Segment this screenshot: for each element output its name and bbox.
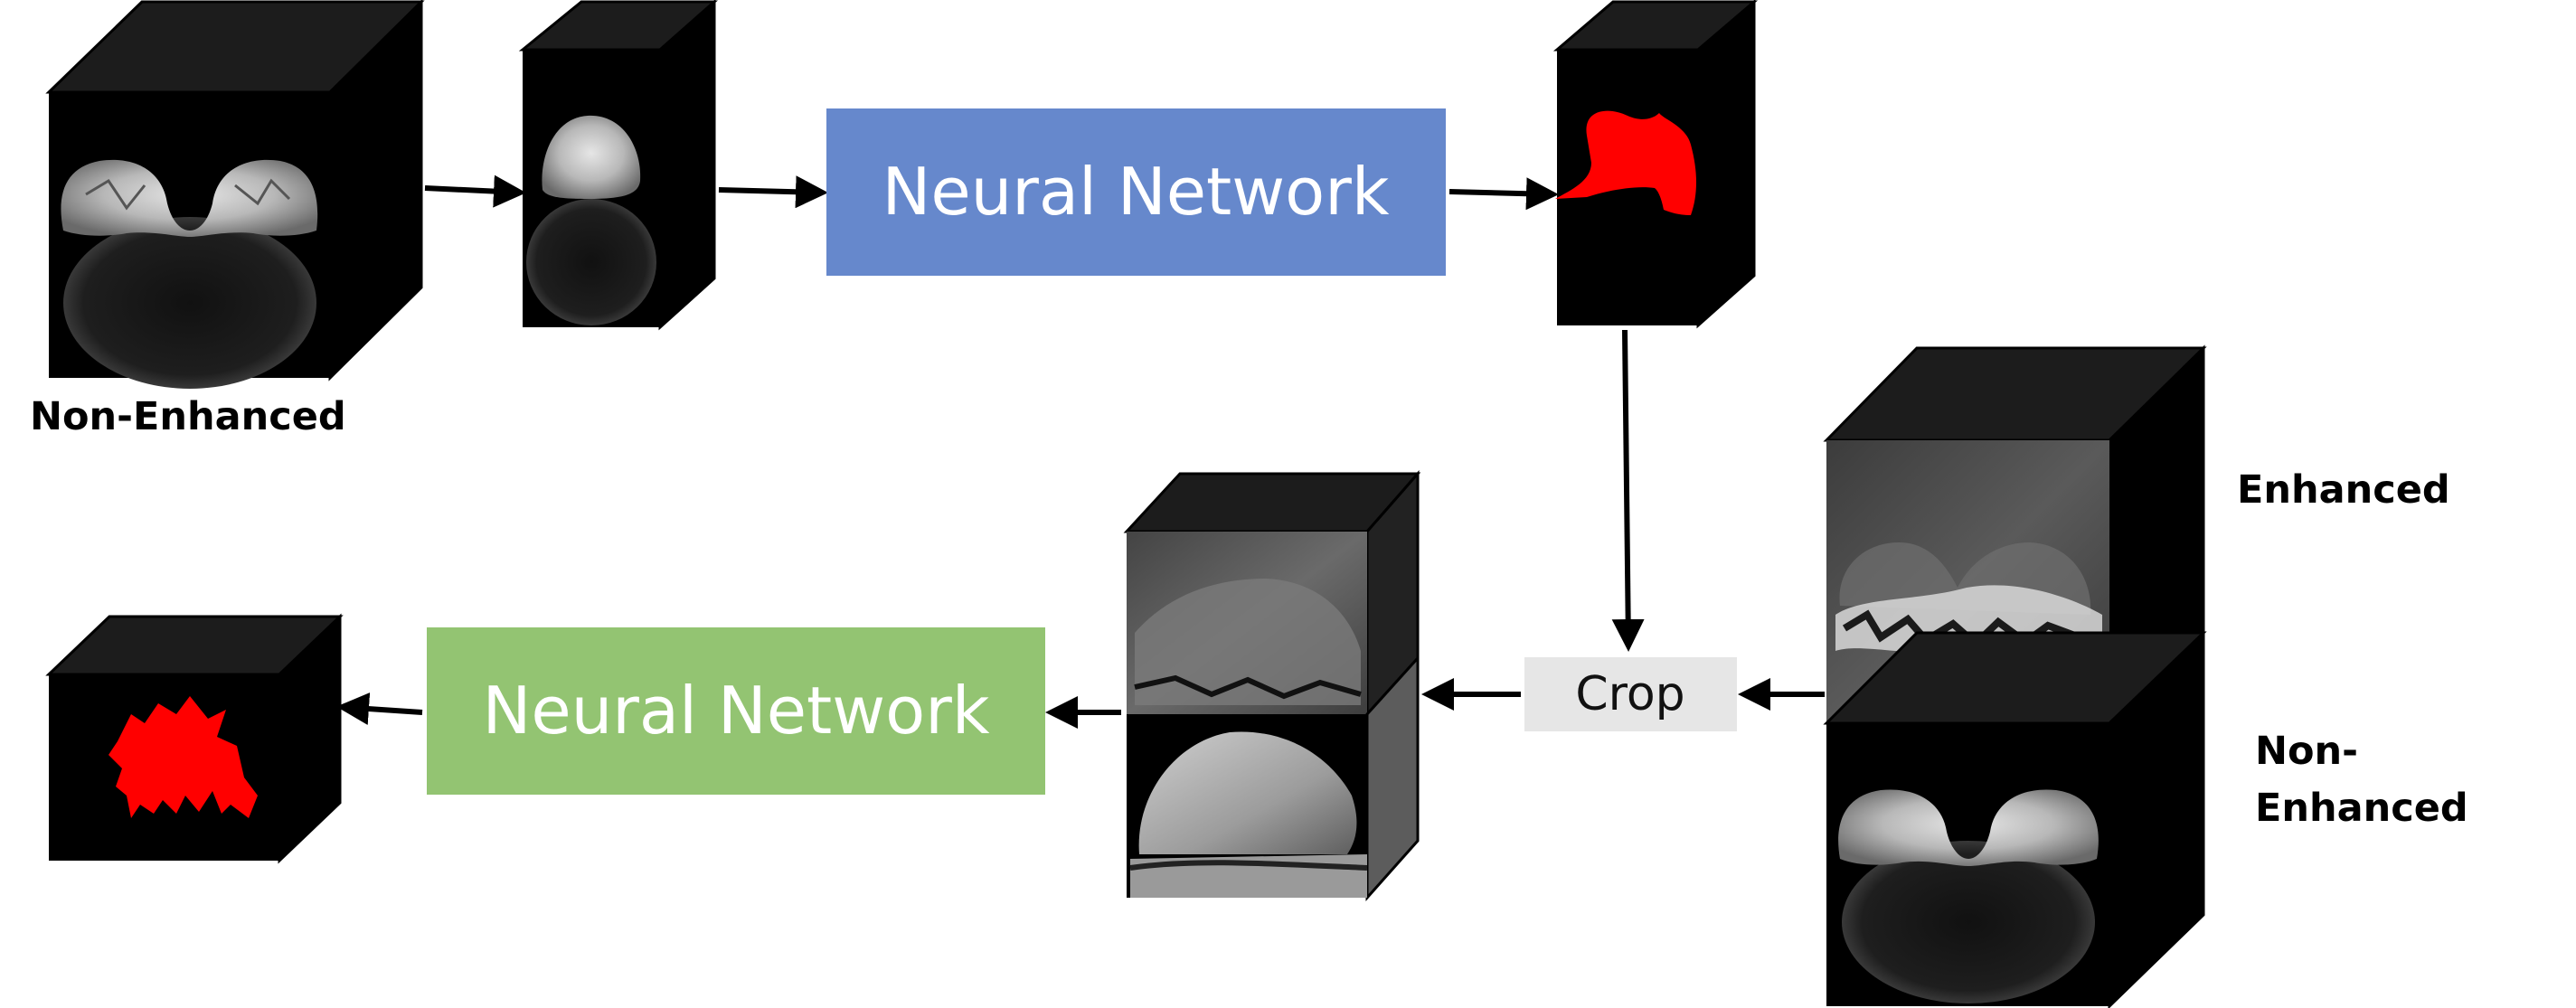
- tumor-mask-shape: [109, 696, 258, 818]
- flow-arrow-icon: [336, 692, 423, 725]
- flow-arrow-icon: [1611, 329, 1645, 652]
- mri-slice-image: [1838, 789, 2099, 1003]
- input-volume-cube: [45, 0, 425, 389]
- mri-slice-image: [61, 159, 318, 389]
- cropped-non-enhanced-cube: [1127, 655, 1420, 901]
- nn-bottom-label: Neural Network: [482, 673, 989, 749]
- flow-arrow-icon: [424, 174, 526, 208]
- flow-arrow-icon: [1448, 177, 1559, 211]
- mri-slice-image: [526, 115, 656, 325]
- tumor-mask-cube-icon: [45, 613, 344, 864]
- crop-label: Crop: [1575, 667, 1684, 721]
- enhanced-label: Enhanced: [2237, 467, 2450, 513]
- nn-top-label: Neural Network: [882, 154, 1389, 230]
- cropped-enhanced-cube: [1123, 470, 1421, 718]
- segmentation-mask-cube-icon: [1552, 0, 1759, 329]
- resampled-volume-cube: [518, 0, 718, 331]
- cube-side-face: [658, 0, 716, 331]
- cube-side-face: [1696, 0, 1756, 329]
- non-enhanced-label-line1: Non-: [2255, 729, 2358, 774]
- neural-network-segmentation-box: Neural Network: [826, 108, 1446, 276]
- breast-mask-shape: [1555, 110, 1696, 215]
- non-enhanced-volume-cube: [1823, 629, 2207, 1008]
- input-volume-label: Non-Enhanced: [30, 394, 346, 439]
- crop-box: Crop: [1524, 657, 1737, 731]
- neural-network-tumor-box: Neural Network: [427, 627, 1045, 795]
- flow-arrow-icon: [718, 175, 828, 209]
- non-enhanced-label-line2: Enhanced: [2255, 786, 2468, 831]
